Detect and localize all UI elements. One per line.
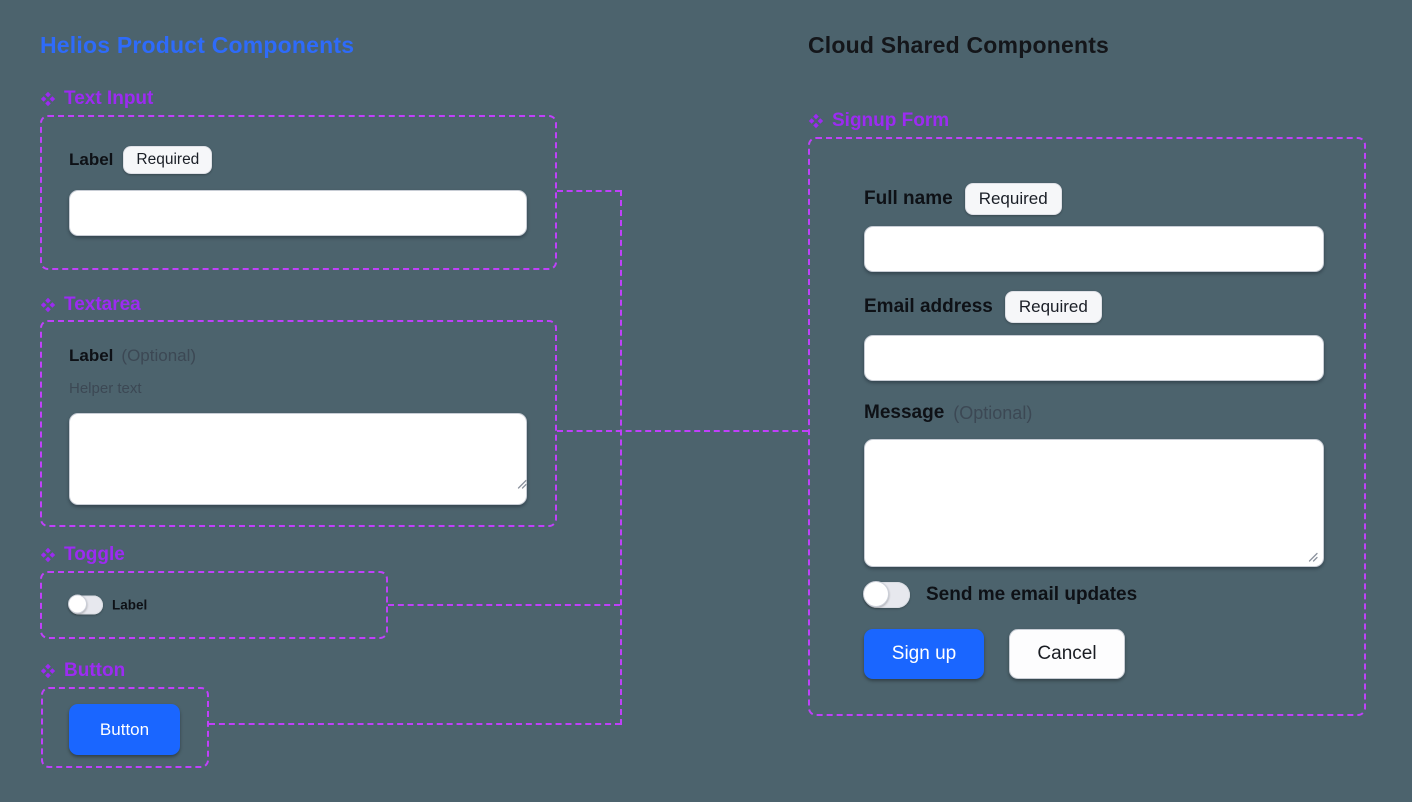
component-name-label: Textarea: [64, 294, 141, 315]
text-input-field[interactable]: [69, 190, 527, 236]
right-panel-title: Cloud Shared Components: [808, 32, 1110, 58]
full-name-label: Full name: [864, 188, 953, 209]
component-outline-text-input: Label Required: [40, 115, 557, 270]
component-name-label: Button: [64, 660, 126, 681]
connector-trunk-vertical: [620, 190, 622, 725]
component-outline-signup-form: Full name Required Email address Require…: [808, 137, 1366, 716]
component-icon: [40, 91, 56, 107]
connector-text-input-to-trunk: [557, 190, 621, 192]
required-badge: Required: [123, 146, 213, 174]
component-icon: [40, 547, 56, 563]
resize-handle-icon[interactable]: [1306, 549, 1318, 562]
component-name-label: Toggle: [64, 544, 125, 565]
text-input-label: Label: [69, 150, 114, 169]
resize-handle-icon[interactable]: [515, 476, 527, 489]
toggle-knob: [863, 581, 889, 607]
sample-button[interactable]: Button: [69, 704, 180, 755]
component-outline-button: Button: [41, 687, 209, 768]
textarea-field[interactable]: [69, 413, 527, 505]
component-header-toggle: Toggle: [40, 544, 125, 566]
toggle-label: Label: [112, 597, 148, 613]
toggle-knob: [68, 594, 87, 614]
optional-tag: (Optional): [953, 402, 1033, 423]
component-header-button: Button: [40, 660, 125, 682]
component-icon: [40, 297, 56, 313]
message-label: Message: [864, 402, 945, 423]
component-outline-toggle: Label: [40, 571, 388, 639]
component-icon: [808, 113, 824, 129]
toggle-switch[interactable]: [68, 594, 103, 615]
full-name-input[interactable]: [864, 226, 1324, 272]
component-icon: [40, 663, 56, 679]
message-textarea[interactable]: [864, 439, 1324, 567]
component-header-signup-form: Signup Form: [808, 110, 949, 132]
required-badge: Required: [964, 183, 1062, 215]
connector-textarea-to-signup-form: [557, 430, 808, 432]
left-panel-title: Helios Product Components: [40, 32, 355, 58]
component-header-text-input: Text Input: [40, 88, 153, 110]
cancel-button[interactable]: Cancel: [1009, 629, 1125, 679]
required-badge: Required: [1004, 291, 1102, 323]
sign-up-button[interactable]: Sign up: [864, 629, 984, 679]
email-updates-label: Send me email updates: [926, 584, 1138, 605]
component-outline-textarea: Label (Optional) Helper text: [40, 320, 557, 527]
component-name-label: Signup Form: [832, 110, 950, 131]
email-label: Email address: [864, 296, 993, 317]
component-header-textarea: Textarea: [40, 294, 141, 316]
textarea-label: Label: [69, 346, 114, 365]
helper-text: Helper text: [69, 380, 142, 397]
optional-tag: (Optional): [121, 346, 197, 365]
email-input[interactable]: [864, 335, 1324, 381]
email-updates-toggle[interactable]: [863, 581, 910, 608]
connector-toggle-to-trunk: [388, 604, 620, 606]
connector-button-to-trunk: [209, 723, 621, 725]
component-name-label: Text Input: [64, 88, 154, 109]
